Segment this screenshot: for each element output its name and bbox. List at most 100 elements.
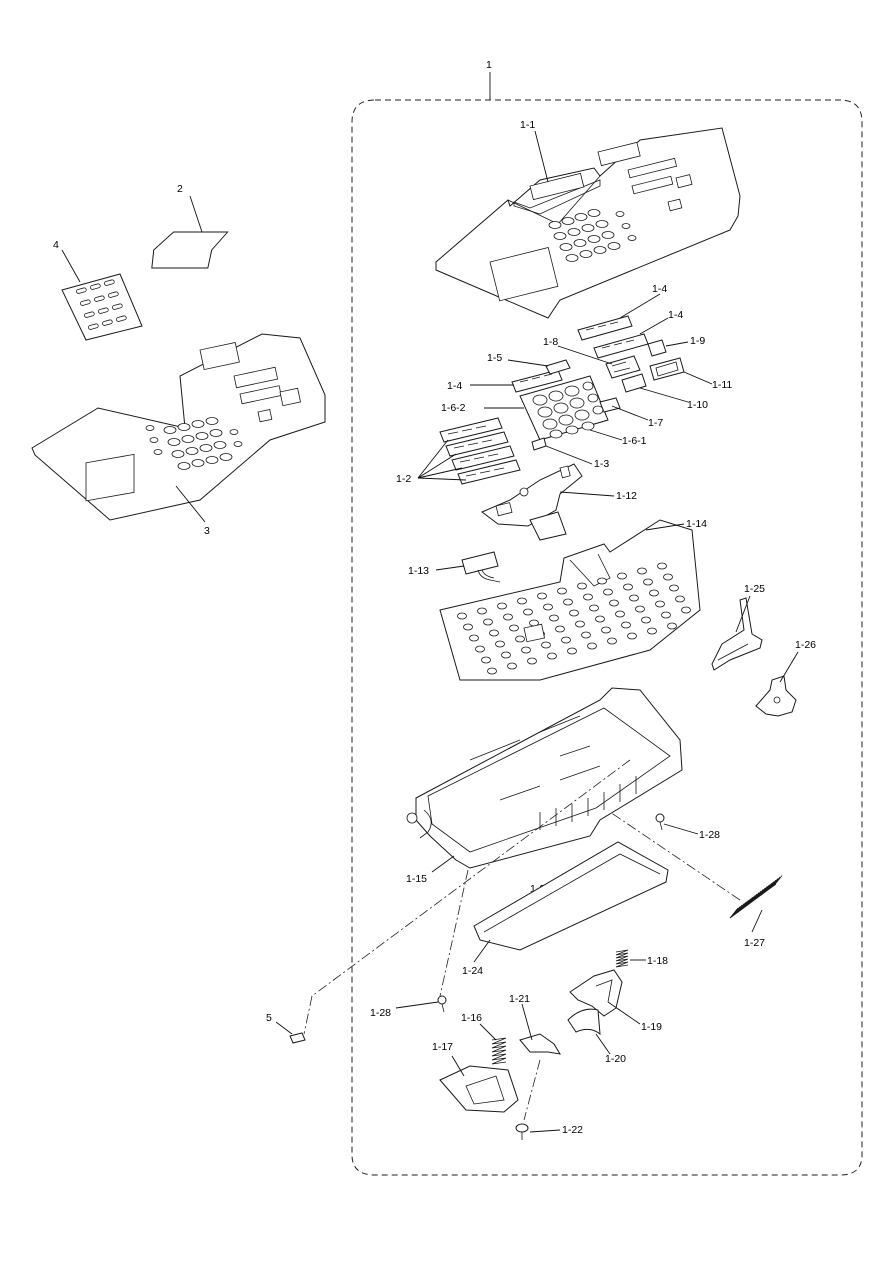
callout-1-2: 1-2 <box>396 473 411 485</box>
contact-hole <box>647 627 657 635</box>
contact-hole <box>463 623 473 631</box>
callout-1-4-a: 1-4 <box>652 283 667 295</box>
callout-1-10: 1-10 <box>687 399 708 411</box>
contact-hole <box>569 609 579 617</box>
contact-hole <box>629 594 639 602</box>
contact-hole <box>487 667 497 675</box>
part-1-17-base-bracket <box>439 1065 519 1113</box>
callout-1-3: 1-3 <box>594 458 609 470</box>
part-1-4-key-strip-c <box>511 369 563 393</box>
part-1-28-screw-b <box>437 995 447 1013</box>
contact-hole <box>563 598 573 606</box>
part-1-4-key-strip-b <box>593 333 649 359</box>
contact-hole <box>623 583 633 591</box>
part-1-7-key <box>599 397 621 413</box>
part-1-11-key-frame <box>649 357 685 381</box>
callout-1-13: 1-13 <box>408 565 429 577</box>
part-1-18-spring <box>615 949 629 968</box>
contact-hole <box>637 567 647 575</box>
callout-1-21: 1-21 <box>509 993 530 1005</box>
part-1-24-plate <box>473 841 669 951</box>
callout-1-4-b: 1-4 <box>668 309 683 321</box>
callout-1-16: 1-16 <box>461 1012 482 1024</box>
contact-hole <box>661 611 671 619</box>
part-4-key-sheet <box>61 273 143 341</box>
callout-2: 2 <box>177 183 183 195</box>
contact-hole <box>495 640 505 648</box>
contact-hole <box>603 588 613 596</box>
assembly-center-line-c <box>439 869 469 997</box>
part-1-22-screw <box>515 1123 529 1140</box>
part-1-21-clip <box>519 1033 561 1055</box>
contact-hole <box>561 636 571 644</box>
callout-1-28-a: 1-28 <box>699 829 720 841</box>
contact-hole <box>587 642 597 650</box>
contact-hole <box>489 629 499 637</box>
contact-hole <box>543 603 553 611</box>
contact-hole <box>469 634 479 642</box>
part-2-label-sheet <box>151 231 229 269</box>
contact-hole <box>503 613 513 621</box>
contact-hole <box>541 641 551 649</box>
part-1-27-comb <box>729 875 783 919</box>
contact-hole <box>663 573 673 581</box>
part-1-8-keys <box>605 355 641 379</box>
callout-1-7: 1-7 <box>648 417 663 429</box>
contact-hole <box>475 645 485 653</box>
callout-1-12: 1-12 <box>616 490 637 502</box>
contact-hole <box>675 595 685 603</box>
callout-1-27: 1-27 <box>744 937 765 949</box>
callout-1-24: 1-24 <box>462 965 483 977</box>
callout-1-22: 1-22 <box>562 1124 583 1136</box>
contact-hole <box>457 612 467 620</box>
callout-1-15: 1-15 <box>406 873 427 885</box>
contact-hole <box>635 605 645 613</box>
contact-hole <box>627 632 637 640</box>
callout-1-20: 1-20 <box>605 1053 626 1065</box>
part-1-28-screw-a <box>655 813 665 831</box>
part-1-15-chassis-frame <box>406 687 683 869</box>
callout-1: 1 <box>486 59 492 71</box>
contact-hole <box>601 626 611 634</box>
part-1-9-button <box>647 339 667 357</box>
part-1-13-flat-cable <box>461 551 501 583</box>
contact-hole <box>583 593 593 601</box>
part-1-25-lever <box>711 597 763 671</box>
callout-1-4-c: 1-4 <box>447 380 462 392</box>
contact-hole <box>667 622 677 630</box>
contact-hole <box>501 651 511 659</box>
callout-1-28-b: 1-28 <box>370 1007 391 1019</box>
assembly-center-line-d <box>523 1059 541 1121</box>
contact-hole <box>649 589 659 597</box>
part-1-1-top-cover <box>435 127 741 319</box>
contact-hole <box>621 621 631 629</box>
contact-hole <box>669 584 679 592</box>
contact-hole <box>521 646 531 654</box>
contact-hole <box>581 631 591 639</box>
part-5-small-label <box>289 1032 306 1044</box>
assembly-center-line-a <box>609 811 741 901</box>
contact-hole <box>597 577 607 585</box>
contact-hole <box>643 578 653 586</box>
callout-1-5: 1-5 <box>487 352 502 364</box>
callout-1-17: 1-17 <box>432 1041 453 1053</box>
contact-hole <box>517 597 527 605</box>
callout-1-19: 1-19 <box>641 1021 662 1033</box>
callout-1-6-1: 1-6-1 <box>622 435 647 447</box>
contact-hole <box>617 572 627 580</box>
part-1-5-strip <box>545 359 571 375</box>
contact-hole <box>537 592 547 600</box>
callout-1-6-2: 1-6-2 <box>441 402 466 414</box>
contact-hole <box>507 662 517 670</box>
contact-hole <box>575 620 585 628</box>
callout-1-11: 1-11 <box>712 379 732 391</box>
part-1-6-rubber-keypad <box>519 375 609 441</box>
callout-1-26: 1-26 <box>795 639 816 651</box>
part-1-2-key-strips <box>439 417 521 485</box>
contact-hole <box>547 652 557 660</box>
callout-5: 5 <box>266 1012 272 1024</box>
part-1-14-contact-sheet <box>439 519 701 681</box>
callout-1-9: 1-9 <box>690 335 705 347</box>
contact-hole <box>557 587 567 595</box>
